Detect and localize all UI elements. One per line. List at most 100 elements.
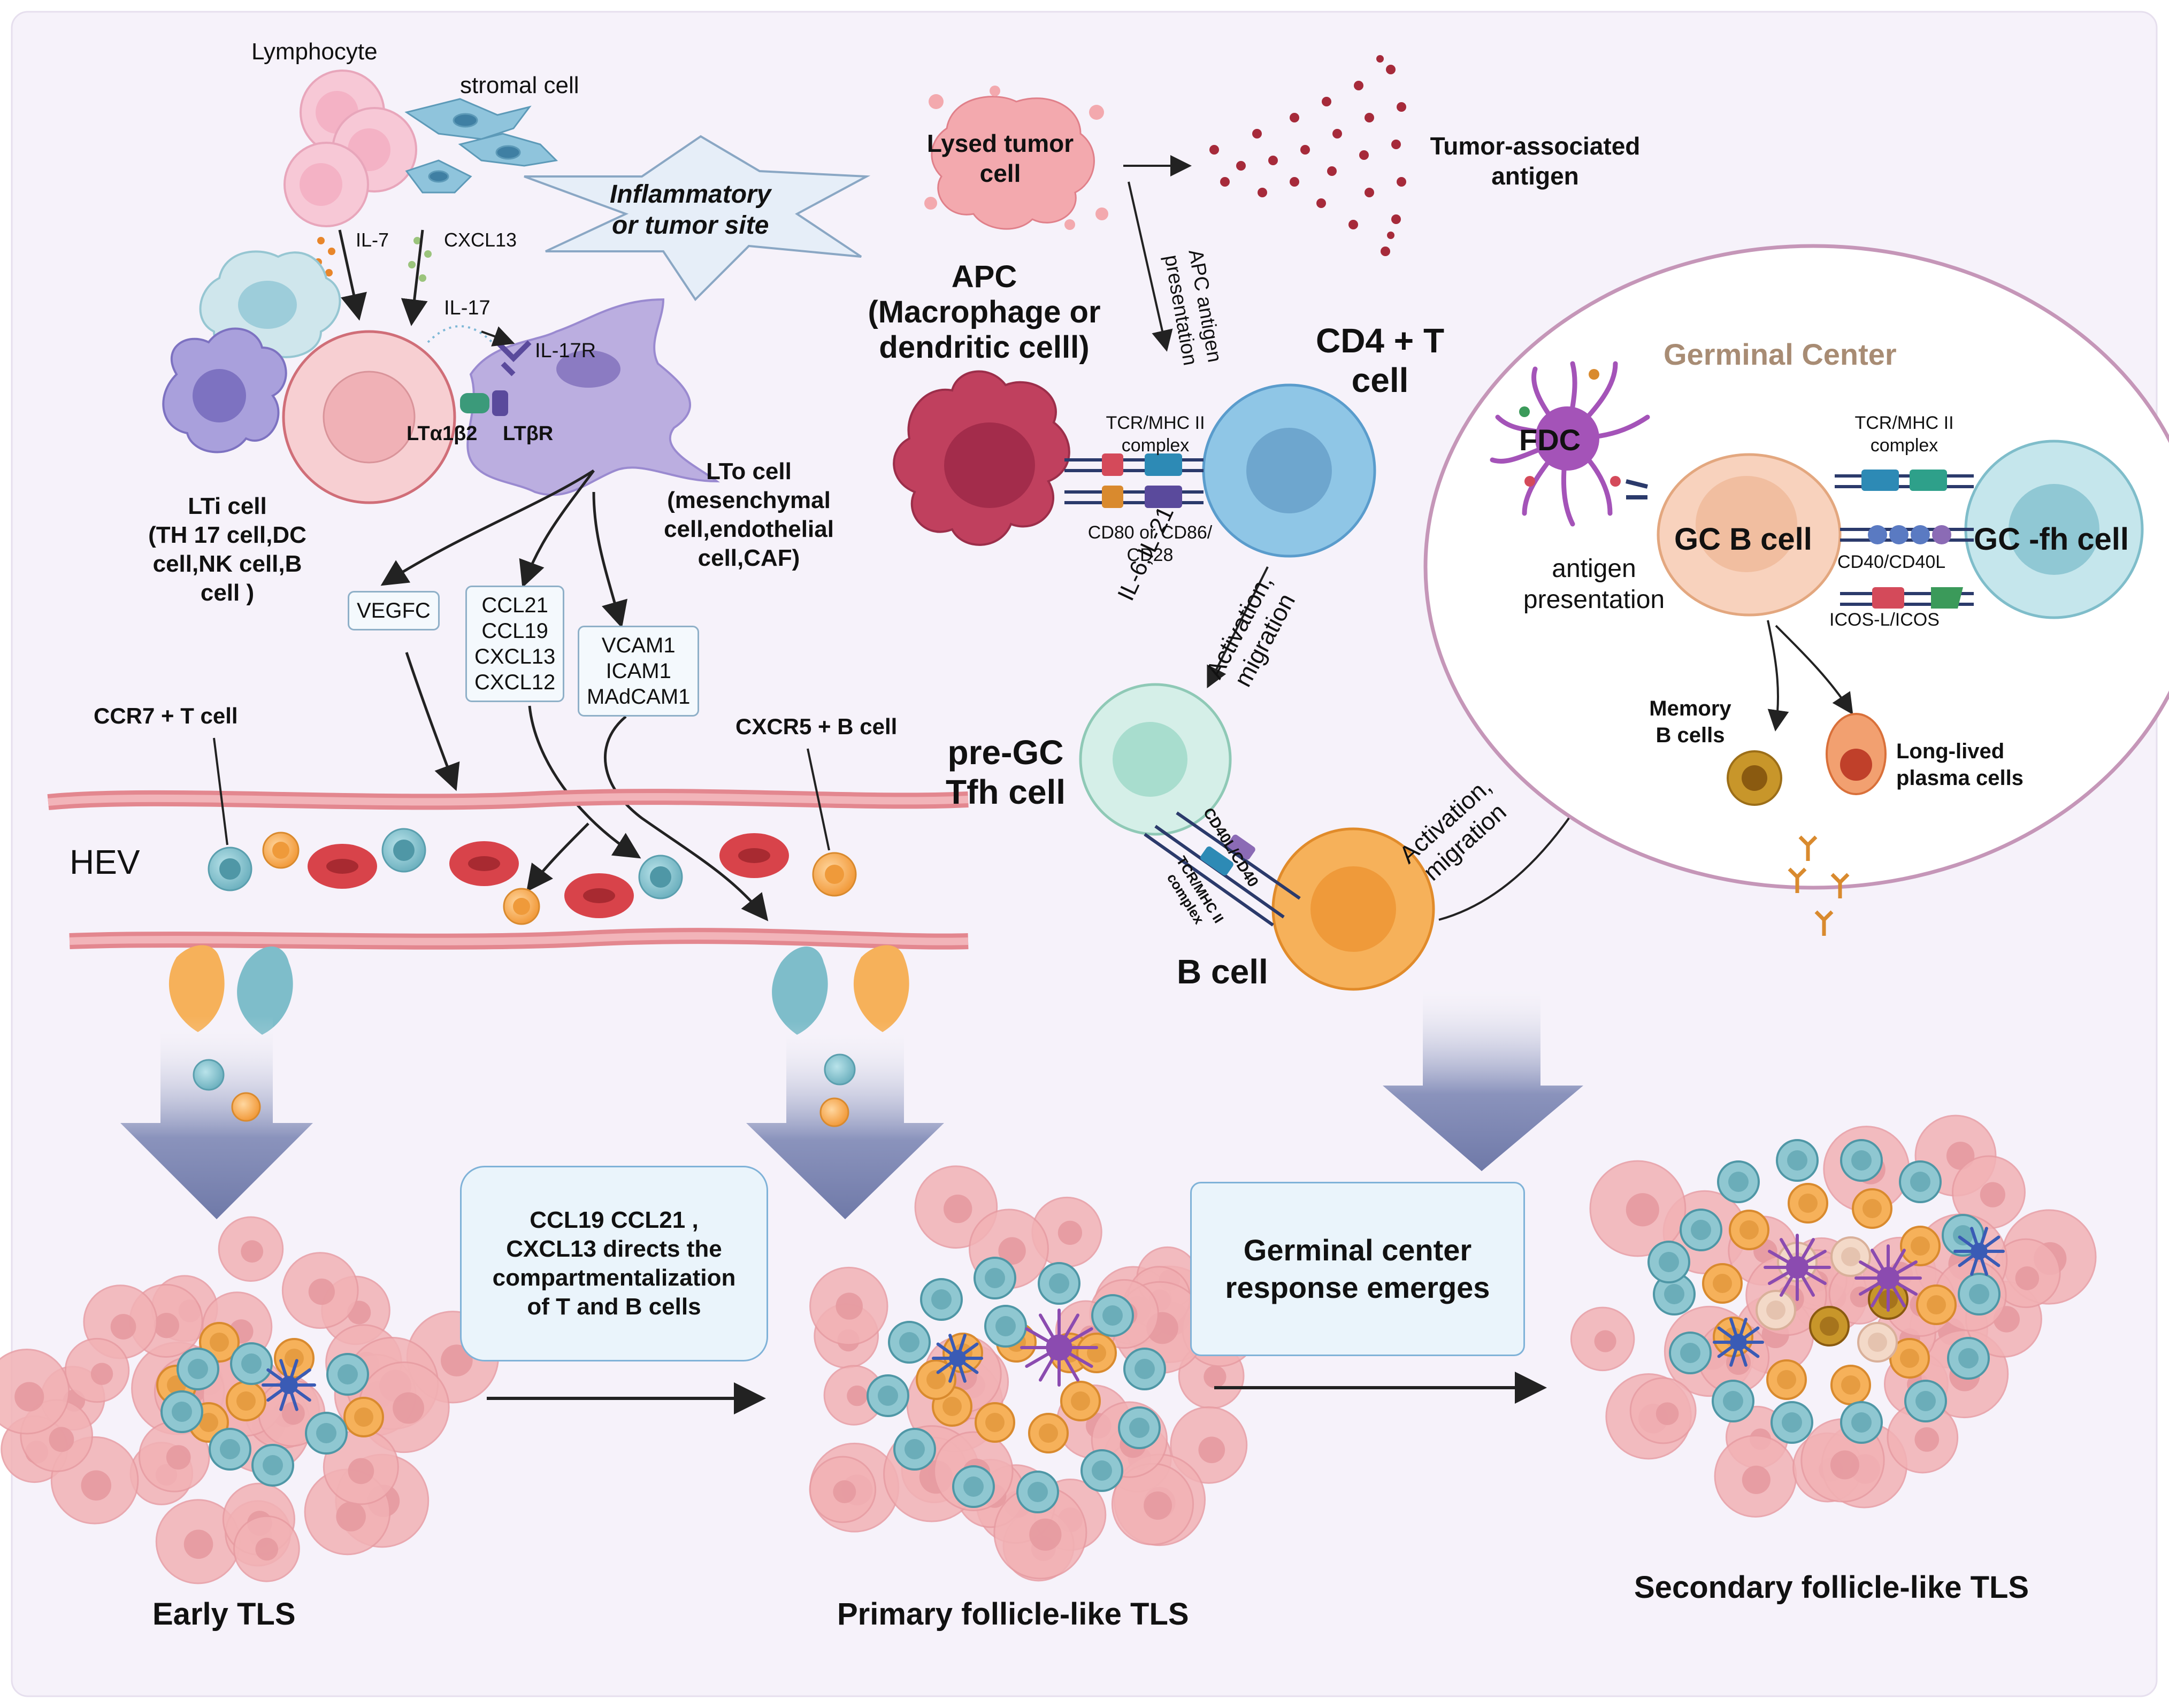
- lti-cells: [162, 250, 341, 453]
- label-gc-b-cell: GC B cell: [1674, 522, 1812, 557]
- label-inflammatory-line1: Inflammatory: [610, 180, 771, 209]
- label-b-cell: B cell: [1177, 952, 1268, 991]
- plasma-line1: Long-lived: [1896, 740, 2005, 763]
- label-cd40: CD40/CD40L: [1837, 552, 1946, 572]
- label-icos: ICOS-L/ICOS: [1829, 610, 1940, 630]
- cd80-line2: CD28: [1126, 545, 1174, 565]
- label-inflammatory-line2: or tumor site: [612, 211, 769, 240]
- label-lto-cell: LTo cell (mesenchymal cell,endothelial c…: [642, 457, 856, 573]
- memory-line2: B cells: [1656, 724, 1725, 747]
- label-hev: HEV: [70, 843, 140, 881]
- lto-cell: [466, 298, 721, 496]
- lti-line3: cell,NK cell,B: [152, 551, 302, 577]
- lti-line4: cell ): [200, 580, 255, 606]
- lto-line1: LTo cell: [706, 458, 792, 484]
- label-ccr7-t: CCR7 + T cell: [94, 703, 238, 728]
- label-stromal-cell: stromal cell: [460, 72, 579, 98]
- label-lti-cell: LTi cell (TH 17 cell,DC cell,NK cell,B c…: [118, 492, 337, 607]
- lymphocyte-cells: [283, 70, 417, 227]
- label-gc-tcr: TCR/MHC II complex: [1835, 412, 1974, 457]
- gc-receptors: [1835, 470, 1974, 609]
- label-germinal-center: Germinal Center: [1664, 337, 1897, 371]
- chemokine-4: CXCL12: [474, 671, 556, 694]
- pregc-line2: Tfh cell: [945, 773, 1066, 811]
- gc-ap-line2: presentation: [1523, 586, 1665, 614]
- label-early-tls: Early TLS: [152, 1597, 296, 1632]
- callout-germinal-response: Germinal center response emerges: [1190, 1182, 1525, 1356]
- cd4-line1: CD4 + T: [1315, 321, 1445, 360]
- chemokine-3: CXCL13: [474, 645, 556, 668]
- tcr-line1: TCR/MHC II: [1106, 413, 1205, 433]
- label-fdc: FDC: [1519, 423, 1581, 457]
- apc-line2: (Macrophage or: [868, 295, 1101, 329]
- label-plasma: Long-lived plasma cells: [1896, 738, 2024, 791]
- callout-compartmentalization: CCL19 CCL21 , CXCL13 directs the compart…: [460, 1166, 768, 1361]
- adhesion-1: VCAM1: [601, 634, 676, 657]
- cd80-line1: CD80 or CD86/: [1087, 522, 1213, 543]
- label-cxcr5-b: CXCR5 + B cell: [735, 714, 898, 739]
- label-cxcl13: CXCL13: [444, 229, 517, 251]
- label-ltbr: LTβR: [503, 422, 554, 445]
- box-chemokines: CCL21 CCL19 CXCL13 CXCL12: [465, 586, 565, 702]
- callout1-line2: CXCL13 directs the: [506, 1236, 722, 1262]
- label-il17: IL-17: [444, 297, 490, 319]
- callout1-line3: compartmentalization: [492, 1265, 736, 1291]
- cd4-line2: cell: [1351, 361, 1409, 399]
- block-arrows: [120, 979, 1583, 1219]
- label-lysed-tumor: Lysed tumor cell: [909, 128, 1091, 188]
- label-inflammatory-site: Inflammatory or tumor site: [610, 179, 771, 241]
- label-gc-fh-cell: GC -fh cell: [1974, 522, 2129, 557]
- label-lymphocyte: Lymphocyte: [251, 39, 378, 65]
- apc-receptors: [1064, 453, 1204, 508]
- lysed-line1: Lysed tumor: [926, 129, 1074, 157]
- label-tcr-mhc: TCR/MHC II complex: [1086, 412, 1225, 457]
- gc-tcr-line2: complex: [1870, 435, 1938, 456]
- gc-tcr-line1: TCR/MHC II: [1854, 413, 1954, 433]
- tcr-line2: complex: [1121, 435, 1190, 456]
- callout2-line2: response emerges: [1225, 1271, 1490, 1304]
- adhesion-2: ICAM1: [606, 659, 671, 683]
- label-memory-b: Memory B cells: [1626, 695, 1754, 749]
- antibodies: [1788, 835, 1850, 936]
- label-cd80: CD80 or CD86/ CD28: [1075, 521, 1225, 566]
- callout1-line4: of T and B cells: [527, 1294, 701, 1320]
- antigen-line2: antigen: [1491, 162, 1579, 190]
- tls-clusters: [0, 1114, 2097, 1584]
- lto-line3: cell,endothelial: [664, 516, 834, 542]
- lti-line1: LTi cell: [188, 493, 267, 519]
- antigen-dots: [1209, 55, 1406, 256]
- lto-line2: (mesenchymal: [667, 487, 831, 513]
- label-il7: IL-7: [356, 229, 389, 251]
- chemokine-1: CCL21: [481, 594, 548, 617]
- lysed-line2: cell: [979, 159, 1021, 187]
- hev-vessel: [47, 789, 969, 1035]
- label-il17r: IL-17R: [535, 340, 596, 362]
- apc-line1: APC: [951, 259, 1017, 294]
- inflammatory-site-star: [524, 135, 871, 302]
- memory-line1: Memory: [1649, 697, 1731, 720]
- pregc-receptors: [1144, 811, 1301, 927]
- label-cd4-t: CD4 + T cell: [1294, 321, 1466, 400]
- callout2-line1: Germinal center: [1243, 1233, 1472, 1267]
- box-vegfc: VEGFC: [348, 591, 440, 630]
- label-apc: APC (Macrophage or dendritic celll): [845, 259, 1123, 365]
- chemokine-2: CCL19: [481, 619, 548, 643]
- pregc-line1: pre-GC: [947, 733, 1064, 772]
- apc-cell: [893, 370, 1070, 546]
- label-pre-gc: pre-GC Tfh cell: [931, 733, 1080, 812]
- label-antigen-presentation: antigen presentation: [1498, 553, 1690, 616]
- plasma-line2: plasma cells: [1896, 766, 2024, 790]
- box-adhesion: VCAM1 ICAM1 MAdCAM1: [578, 626, 700, 717]
- lto-line4: cell,CAF): [698, 545, 800, 571]
- adhesion-3: MAdCAM1: [587, 685, 691, 709]
- stromal-cells: [404, 98, 558, 194]
- lysed-tumor-cell: [924, 86, 1108, 230]
- callout1-line1: CCL19 CCL21 ,: [530, 1207, 699, 1233]
- vegfc-text: VEGFC: [357, 599, 431, 622]
- lti-line2: (TH 17 cell,DC: [148, 522, 306, 548]
- gc-ap-line1: antigen: [1552, 555, 1636, 583]
- receptors: [460, 340, 532, 416]
- label-tumor-antigen: Tumor-associated antigen: [1407, 131, 1664, 191]
